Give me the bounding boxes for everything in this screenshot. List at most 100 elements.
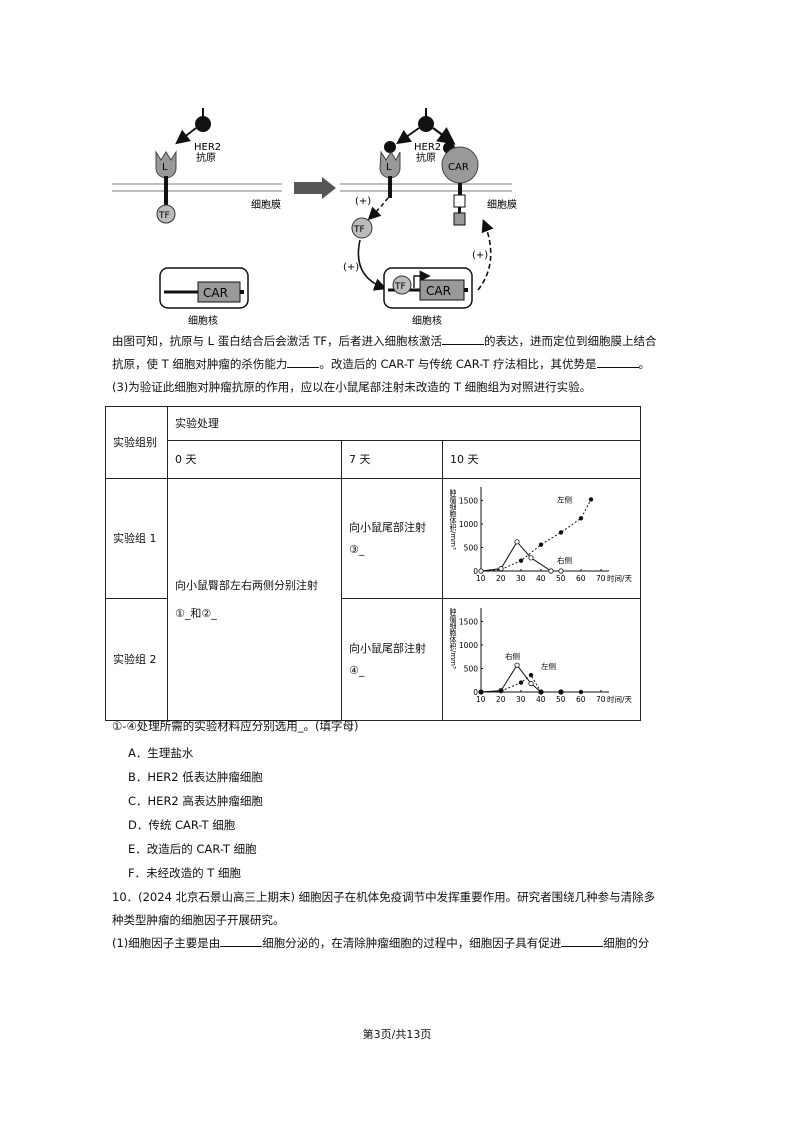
para-line-2: 抗原，使 T 细胞对肿瘤的杀伤能力。改造后的 CAR-T 与传统 CAR-T 疗… — [112, 353, 687, 376]
data-point — [538, 689, 544, 695]
transition-arrow-icon — [294, 177, 336, 199]
day0-treatment: 向小鼠臀部左右两侧分别注射 ①_和②_ — [167, 478, 342, 721]
tf-label-nucleus: TF — [394, 282, 406, 292]
q10-line-3b: 细胞分泌的，在清除肿瘤细胞的过程中，细胞因子具有促进 — [262, 936, 562, 950]
q10-line-3a: (1)细胞因子主要是由 — [112, 936, 221, 950]
paragraph-mechanism: 由图可知，抗原与 L 蛋白结合后会激活 TF，后者进入细胞核激活 的表达，进而定位… — [112, 330, 687, 399]
left-panel — [155, 108, 249, 309]
car-label-right: CAR — [426, 284, 451, 298]
option-d: D．传统 CAR-T 细胞 — [128, 818, 236, 832]
plus-label-2: (+) — [343, 262, 359, 273]
data-point — [478, 568, 484, 574]
x-axis-label: 时间/天 — [607, 573, 633, 583]
nucleus-label-left: 细胞核 — [188, 314, 218, 327]
x-tick-label: 60 — [576, 695, 586, 704]
option-b: B．HER2 低表达肿瘤细胞 — [128, 770, 263, 784]
x-tick-label: 10 — [476, 574, 486, 583]
car-t-mechanism-diagram: HER2 抗原 L TF 细胞膜 CAR 细胞核 HER2 抗原 L CAR (… — [112, 108, 517, 327]
option-c: C．HER2 高表达肿瘤细胞 — [128, 794, 263, 808]
series-line-左侧 — [480, 499, 592, 572]
g2-day7: 向小鼠尾部注射 ④_ — [341, 598, 443, 721]
plus-label-3: (+) — [472, 250, 488, 261]
x-tick-label: 30 — [516, 695, 526, 704]
x-tick-label: 20 — [496, 695, 506, 704]
data-point — [528, 555, 534, 561]
y-tick-label: 1000 — [459, 641, 478, 650]
g1-day7-b: ③_ — [349, 542, 365, 556]
data-point — [528, 680, 534, 687]
para-line-2a: 抗原，使 T 细胞对肿瘤的杀伤能力 — [112, 357, 288, 371]
membrane-label-left: 细胞膜 — [251, 198, 281, 211]
membrane-label-right: 细胞膜 — [487, 198, 517, 211]
tf-protein-icon-right — [351, 217, 373, 239]
data-point — [514, 662, 520, 668]
question-10: 10．(2024 北京石景山高三上期末) 细胞因子在机体免疫调节中发挥重要作用。… — [112, 886, 687, 955]
cell-membrane-left — [112, 183, 282, 192]
group1-label: 实验组 1 — [105, 478, 168, 599]
para-line-1b: 的表达，进而定位到细胞膜上结合 — [484, 334, 657, 348]
x-tick-label: 10 — [476, 695, 486, 704]
series-label: 右侧 — [505, 651, 520, 661]
option-a: A．生理盐水 — [128, 746, 194, 760]
blank-5 — [561, 933, 604, 947]
blank-2 — [287, 354, 320, 368]
blank-4 — [220, 933, 263, 947]
experiment-table: 实验组别 实验处理 0 天 7 天 10 天 实验组 1 向小鼠臀部左右两侧分别… — [105, 406, 642, 721]
car-label-receptor: CAR — [448, 162, 469, 173]
q10-line-1: 10．(2024 北京石景山高三上期末) 细胞因子在机体免疫调节中发挥重要作用。… — [112, 890, 656, 904]
data-point — [498, 688, 504, 694]
x-tick-label: 70 — [596, 574, 606, 583]
tf-protein-icon — [156, 204, 176, 224]
car-label-left: CAR — [203, 286, 228, 300]
para-line-1a: 由图可知，抗原与 L 蛋白结合后会激活 TF，后者进入细胞核激活 — [112, 334, 443, 348]
her2-antigen-icon — [195, 116, 211, 132]
data-point — [558, 530, 564, 535]
q10-line-2: 种类型肿瘤的细胞因子开展研究。 — [112, 913, 285, 927]
her2-label-left-1: HER2 — [194, 142, 221, 153]
g1-day7: 向小鼠尾部注射 ③_ — [341, 478, 443, 599]
data-point — [558, 689, 564, 695]
nucleus-label-right: 细胞核 — [412, 314, 442, 327]
data-point — [538, 542, 544, 547]
x-tick-label: 70 — [596, 695, 606, 704]
para-line-3: (3)为验证此细胞对肿瘤抗原的作用，应以在小鼠尾部注射未改造的 T 细胞组为对照… — [112, 380, 592, 394]
y-axis-label: 肿瘤细胞体积/mm³ — [449, 488, 457, 550]
x-axis-label: 时间/天 — [607, 694, 633, 704]
data-point — [588, 497, 594, 502]
cell-membrane-right — [340, 183, 512, 192]
plus-label-1: (+) — [355, 196, 371, 207]
data-point — [518, 558, 524, 563]
data-point — [558, 568, 564, 574]
tf-label-left: TF — [158, 211, 170, 221]
x-tick-label: 60 — [576, 574, 586, 583]
blank-1 — [442, 331, 485, 345]
l-receptor-icon-right — [379, 150, 401, 179]
her2-label-right-2: 抗原 — [416, 151, 436, 164]
right-panel — [351, 108, 494, 309]
y-tick-label: 1500 — [459, 496, 478, 505]
y-tick-label: 1000 — [459, 520, 478, 529]
chart-cell-2 — [441, 598, 642, 721]
header-treatment: 实验处理 — [166, 406, 642, 441]
her2-antigen-icon-right — [418, 116, 434, 132]
tf-in-nucleus-icon — [392, 275, 412, 295]
l-label-right: L — [386, 162, 392, 173]
x-tick-label: 50 — [556, 574, 566, 583]
series-line-右侧 — [480, 540, 561, 572]
q10-line-3c: 细胞的分 — [603, 936, 650, 950]
header-day7: 7 天 — [341, 440, 443, 479]
y-tick-label: 0 — [473, 567, 478, 576]
chart-cell-1 — [441, 478, 642, 599]
options-intro: ①-④处理所需的实验材料应分别选用_。(填字母) — [112, 719, 359, 733]
g1-day7-a: 向小鼠尾部注射 — [349, 520, 426, 534]
header-group: 实验组别 — [105, 406, 168, 479]
x-tick-label: 40 — [536, 574, 546, 583]
blank-3 — [596, 354, 639, 368]
data-point — [578, 516, 584, 521]
g2-day7-a: 向小鼠尾部注射 — [349, 641, 426, 655]
data-point — [578, 689, 584, 695]
day0-treatment-b: ①_和②_ — [175, 606, 217, 620]
x-tick-label: 20 — [496, 574, 506, 583]
option-e: E．改造后的 CAR-T 细胞 — [128, 842, 257, 856]
